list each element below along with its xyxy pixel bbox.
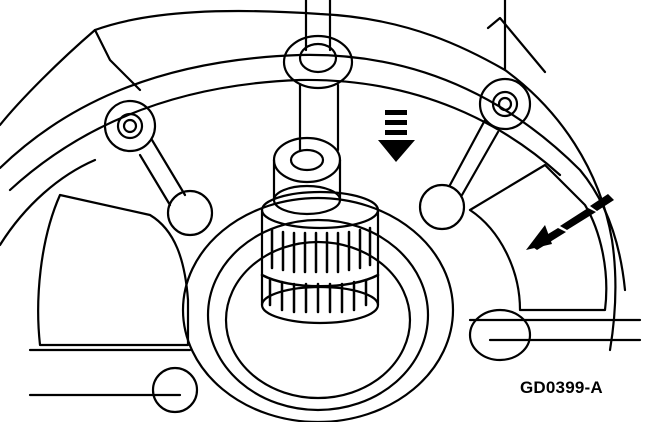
lobe-right <box>418 183 466 231</box>
dashed-arrow-diagonal-icon <box>526 194 614 250</box>
rib-left-lower <box>28 348 192 397</box>
bolt-boss-top <box>282 0 354 90</box>
cavity-left <box>37 193 190 347</box>
rib-right-upper <box>448 118 500 197</box>
lobe-lower-left <box>151 366 199 414</box>
rib-right-lower <box>468 318 642 342</box>
needle-bearing <box>260 226 380 314</box>
bore-step <box>206 218 430 412</box>
bolt-boss-left <box>103 99 157 153</box>
housing-rib-right <box>486 16 547 74</box>
dashed-arrow-down-icon <box>378 110 415 162</box>
cavity-right <box>468 163 608 312</box>
figure-reference-code: GD0399-A <box>520 378 603 397</box>
lobe-left <box>166 189 214 237</box>
shaft <box>260 136 380 325</box>
housing-left-wall <box>0 158 97 247</box>
housing-outer-edge <box>0 0 507 127</box>
rib-left-upper <box>138 138 187 207</box>
housing-right-edge <box>503 68 617 352</box>
bore-inner <box>224 240 412 400</box>
lobe-lower-right <box>468 308 532 362</box>
housing-rib-left <box>93 28 142 92</box>
bolt-boss-right <box>478 77 532 131</box>
flange-ring-inner <box>8 78 562 192</box>
